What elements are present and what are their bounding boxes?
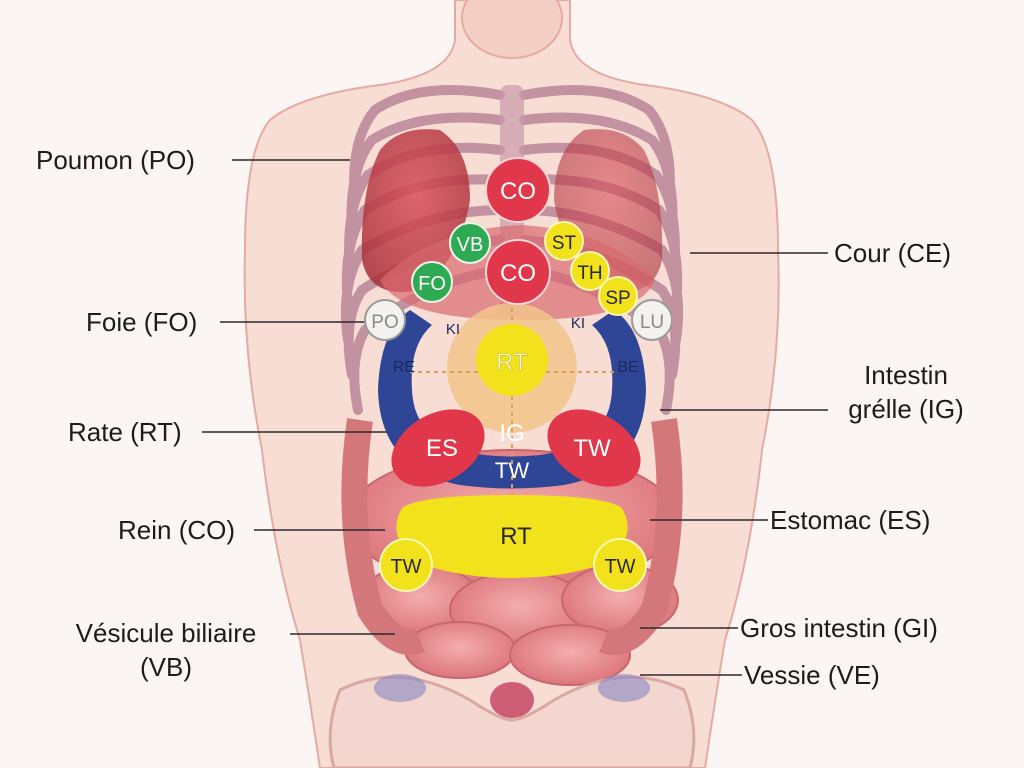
marker-th bbox=[570, 251, 610, 291]
marker-po-label: PO bbox=[371, 312, 398, 333]
marker-po bbox=[364, 299, 406, 341]
marker-ki-left: KI bbox=[446, 321, 460, 338]
marker-rt-lower: RT bbox=[500, 523, 532, 550]
marker-st-label: ST bbox=[552, 233, 577, 254]
marker-re: RE bbox=[393, 359, 415, 376]
marker-tw-low-left-label: TW bbox=[390, 556, 421, 578]
marker-co-top bbox=[485, 157, 551, 223]
label-rein: Rein (CO) bbox=[118, 515, 236, 545]
label-coeur: Cour (CE) bbox=[834, 238, 952, 268]
label-intestin-grele: Intestin grélle (IG) bbox=[826, 358, 986, 426]
label-poumon: Poumon (PO) bbox=[36, 145, 195, 175]
marker-tw-right bbox=[547, 409, 641, 487]
marker-rt-center-label: RT bbox=[496, 349, 528, 376]
marker-th-label: TH bbox=[577, 263, 602, 284]
marker-es-label: ES bbox=[426, 435, 458, 462]
label-foie: Foie (FO) bbox=[86, 307, 198, 337]
leader-lines bbox=[202, 159, 828, 676]
meridian-markers: CO VB CO ST TH FO SP PO LU KI KI RE BE R… bbox=[364, 157, 673, 592]
marker-ig: IG bbox=[499, 420, 524, 447]
marker-co-mid-label: CO bbox=[500, 260, 536, 287]
marker-fo bbox=[411, 261, 453, 303]
marker-fo-label: FO bbox=[418, 273, 446, 295]
marker-vb-label: VB bbox=[457, 234, 484, 256]
pelvis bbox=[328, 674, 696, 768]
marker-lu bbox=[631, 299, 673, 341]
marker-lu-label: LU bbox=[640, 312, 664, 333]
label-intestin-grele-line2: grélle (IG) bbox=[848, 394, 964, 424]
marker-tw-band: TW bbox=[495, 458, 529, 483]
label-estomac: Estomac (ES) bbox=[770, 505, 931, 535]
label-vesicule-line2: (VB) bbox=[140, 652, 192, 682]
label-vessie: Vessie (VE) bbox=[744, 660, 880, 690]
label-rate: Rate (RT) bbox=[68, 417, 182, 447]
marker-st bbox=[544, 221, 584, 261]
marker-es bbox=[391, 409, 485, 487]
marker-rt-center bbox=[476, 324, 548, 396]
label-intestin-grele-line1: Intestin bbox=[864, 360, 948, 390]
marker-be: BE bbox=[617, 359, 638, 376]
bladder bbox=[490, 682, 534, 718]
label-vesicule-line1: Vésicule biliaire bbox=[75, 618, 257, 648]
marker-sp bbox=[598, 276, 638, 316]
marker-tw-low-right bbox=[593, 538, 647, 592]
label-vesicule: Vésicule biliaire (VB) bbox=[46, 616, 286, 684]
marker-tw-low-left bbox=[379, 538, 433, 592]
marker-tw-right-label: TW bbox=[573, 435, 611, 462]
marker-co-mid bbox=[485, 239, 551, 305]
marker-co-top-label: CO bbox=[500, 178, 536, 205]
marker-sp-label: SP bbox=[605, 288, 630, 309]
marker-vb bbox=[449, 222, 491, 264]
label-gros-intestin: Gros intestin (GI) bbox=[740, 613, 938, 643]
marker-ki-right: KI bbox=[571, 315, 585, 332]
marker-tw-low-right-label: TW bbox=[604, 556, 635, 578]
